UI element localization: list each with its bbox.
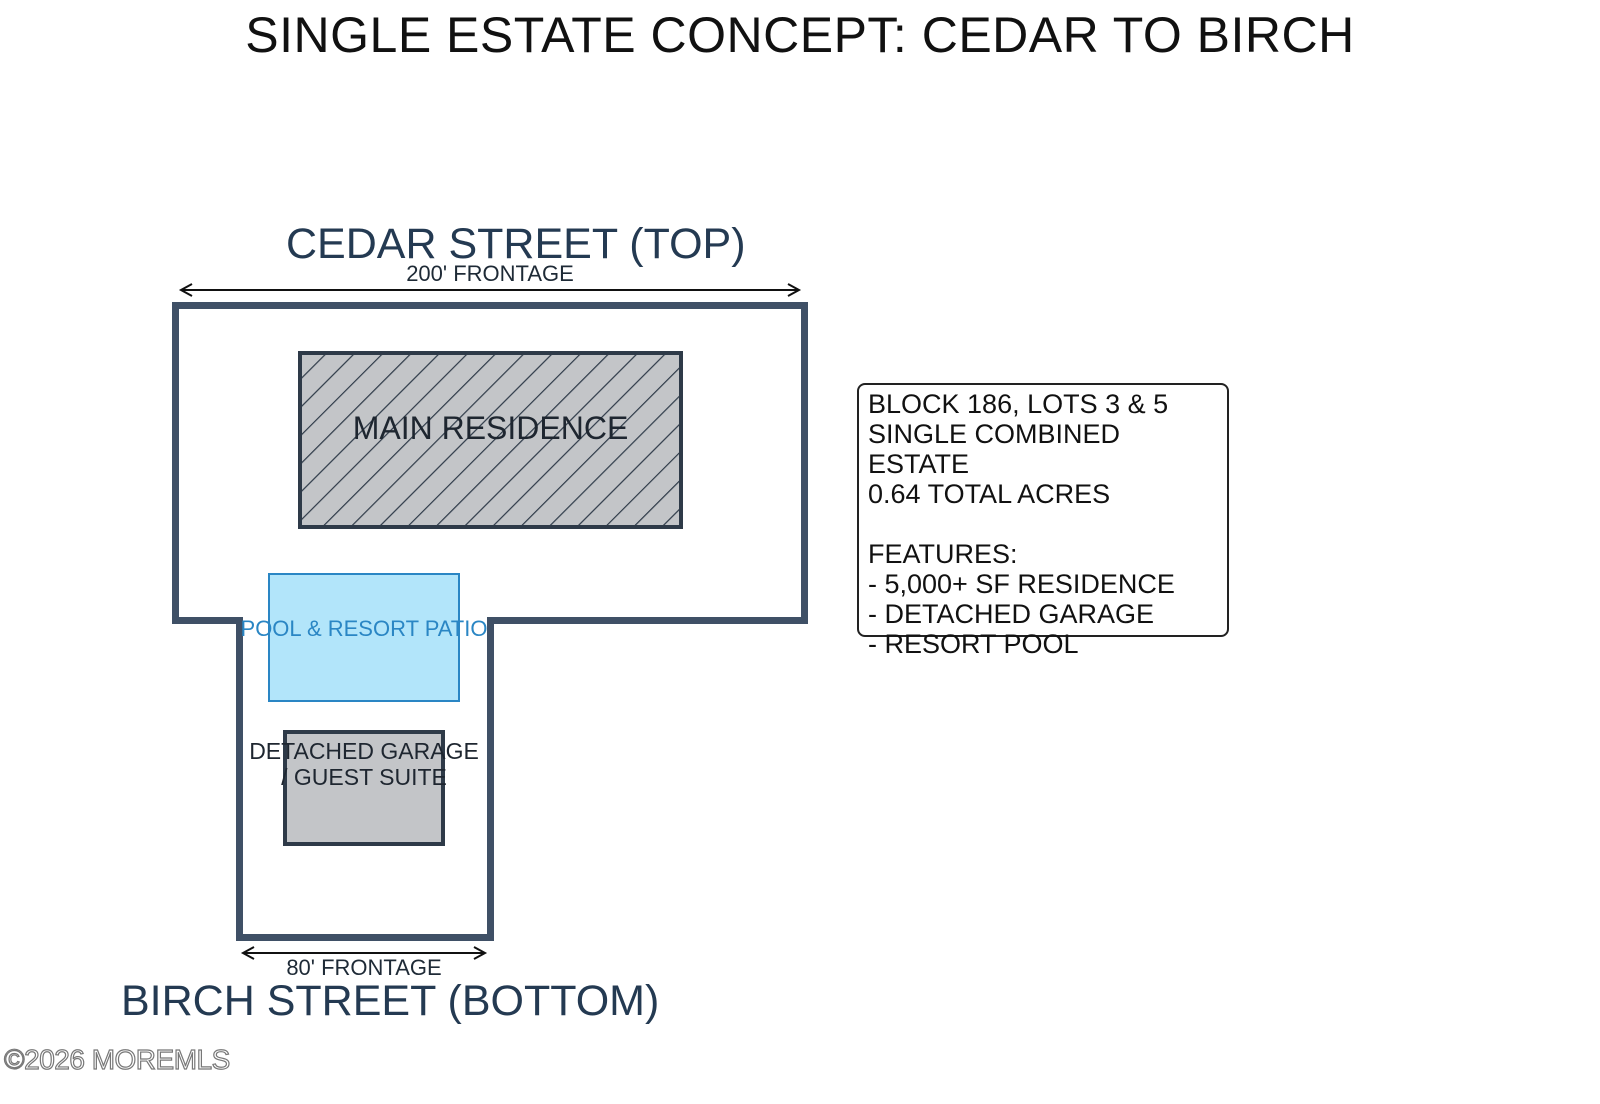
cedar-street-label: CEDAR STREET (TOP) bbox=[286, 220, 746, 268]
features-heading: FEATURES: bbox=[868, 539, 1018, 569]
pool-label: POOL & RESORT PATIO bbox=[240, 616, 488, 641]
birch-frontage-label: 80' FRONTAGE bbox=[286, 955, 442, 980]
info-acreage: 0.64 TOTAL ACRES bbox=[868, 479, 1111, 509]
garage-label-line2: / GUEST SUITE bbox=[281, 764, 447, 790]
birch-street-label: BIRCH STREET (BOTTOM) bbox=[121, 977, 660, 1025]
birch-frontage-dimension bbox=[240, 946, 488, 960]
watermark: ©2026 MOREMLS bbox=[3, 1043, 230, 1075]
pool-footprint bbox=[268, 573, 460, 702]
garage-footprint bbox=[283, 730, 445, 846]
info-block-lots: BLOCK 186, LOTS 3 & 5 bbox=[868, 389, 1169, 419]
page-title: SINGLE ESTATE CONCEPT: CEDAR TO BIRCH bbox=[245, 7, 1355, 63]
garage-label-line1: DETACHED GARAGE bbox=[249, 738, 479, 764]
cedar-frontage-label: 200' FRONTAGE bbox=[406, 261, 574, 286]
main-residence-footprint bbox=[298, 351, 683, 529]
feature-item: - RESORT POOL bbox=[868, 629, 1079, 659]
feature-item: - DETACHED GARAGE bbox=[868, 599, 1155, 629]
info-estate-type: SINGLE COMBINED ESTATE bbox=[868, 419, 1121, 479]
main-residence-label: MAIN RESIDENCE bbox=[352, 410, 629, 446]
feature-item: - 5,000+ SF RESIDENCE bbox=[868, 569, 1175, 599]
cedar-frontage-dimension bbox=[178, 283, 802, 297]
estate-info-box: BLOCK 186, LOTS 3 & 5 SINGLE COMBINED ES… bbox=[857, 383, 1229, 659]
